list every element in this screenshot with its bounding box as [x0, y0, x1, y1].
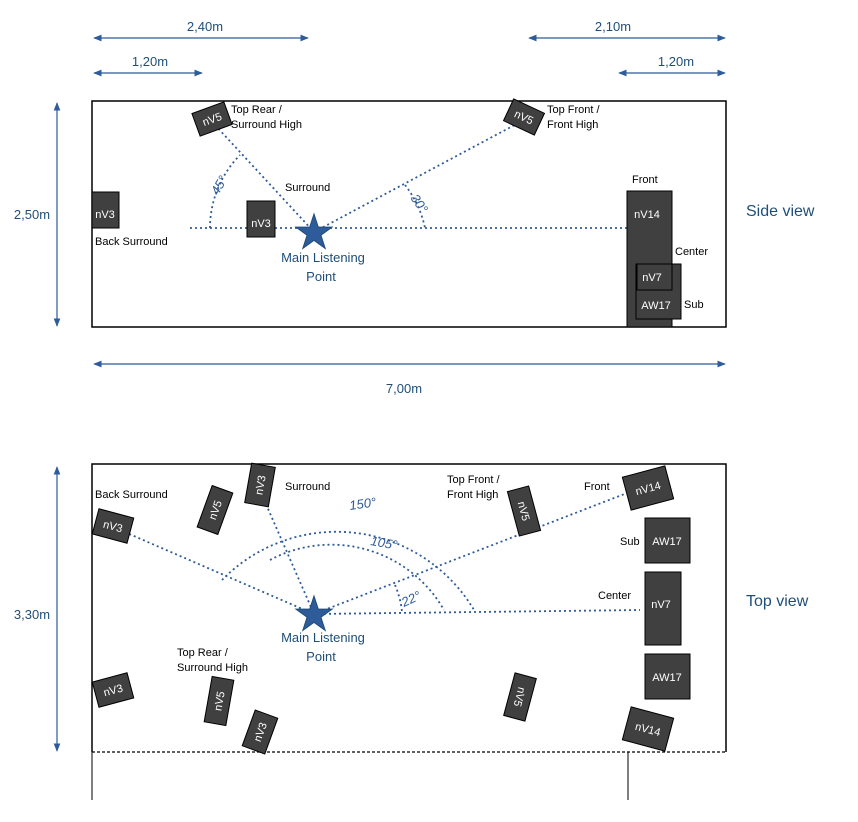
speaker-label: AW17 — [652, 672, 682, 684]
top-surround-line — [261, 494, 315, 615]
speaker-label: nV5 — [212, 690, 227, 711]
side-listening-point-star-icon — [294, 212, 334, 250]
speaker-label: nV7 — [642, 272, 662, 284]
top-speaker-front-left: nV14 — [621, 465, 675, 511]
top-front-line — [313, 487, 641, 615]
top-speaker-surround-left: nV3 — [244, 462, 276, 508]
top-speaker-back-surround-left: nV3 — [91, 508, 135, 544]
speaker-label: nV3 — [95, 209, 115, 221]
top-label-back-surround: Back Surround — [95, 489, 168, 501]
dim-label-240: 2,40m — [187, 19, 223, 34]
side-listening-point-line1: Main Listening — [281, 250, 365, 265]
side-speaker-center: nV7 — [636, 263, 673, 291]
side-label-top-front-1: Top Front / — [547, 104, 601, 116]
side-label-top-rear-2: Surround High — [231, 119, 302, 131]
side-speaker-back-surround: nV3 — [91, 191, 120, 229]
top-angle-105: 105° — [369, 533, 398, 552]
top-speaker-top-front-left: nV5 — [506, 485, 542, 537]
top-view-room — [91, 463, 727, 752]
dim-label-120-left: 1,20m — [132, 54, 168, 69]
top-speaker-top-rear-left: nV5 — [196, 484, 234, 536]
dim-label-120-right: 1,20m — [658, 54, 694, 69]
top-speaker-sub-right: AW17 — [644, 653, 691, 700]
side-label-sub: Sub — [684, 299, 704, 311]
top-listening-point-line2: Point — [306, 649, 336, 664]
speaker-label: nV3 — [251, 218, 271, 230]
top-arc-105 — [269, 543, 445, 611]
side-label-back-surround: Back Surround — [95, 236, 168, 248]
side-listening-point-line2: Point — [306, 269, 336, 284]
speaker-label: nV7 — [651, 599, 671, 611]
dim-label-330: 3,30m — [14, 607, 50, 622]
top-label-top-rear-2: Surround High — [177, 662, 248, 674]
top-label-top-front-2: Front High — [447, 489, 498, 501]
side-view-title: Side view — [746, 203, 815, 220]
speaker-label: nV5 — [511, 686, 528, 708]
side-label-front: Front — [632, 174, 658, 186]
top-view: 150° 105° 22° nV3 nV5 nV3 nV5 nV14 AW17 — [91, 462, 809, 800]
side-top-rear-line — [214, 124, 315, 233]
top-label-sub: Sub — [620, 536, 640, 548]
side-label-center: Center — [675, 246, 708, 258]
dim-label-250: 2,50m — [14, 207, 50, 222]
side-speaker-surround: nV3 — [246, 200, 276, 238]
side-label-surround: Surround — [285, 182, 330, 194]
dim-label-210: 2,10m — [595, 19, 631, 34]
top-angle-150: 150° — [348, 494, 377, 513]
top-speaker-top-front-right: nV5 — [503, 672, 537, 722]
top-listening-point-line1: Main Listening — [281, 630, 365, 645]
side-angle-45: 45° — [208, 173, 231, 198]
top-listening-point-star-icon — [294, 594, 334, 632]
top-speaker-sub-left: AW17 — [644, 517, 691, 564]
speaker-label: AW17 — [641, 300, 671, 312]
top-label-center: Center — [598, 590, 631, 602]
speaker-label: nV3 — [102, 683, 124, 700]
top-back-surround-line — [119, 529, 315, 615]
side-label-top-front-2: Front High — [547, 119, 598, 131]
top-speaker-surround-right: nV3 — [241, 709, 279, 755]
speaker-label: nV5 — [515, 500, 532, 522]
speaker-label: nV3 — [102, 519, 124, 536]
top-speaker-center: nV7 — [644, 571, 682, 646]
top-label-surround: Surround — [285, 481, 330, 493]
top-arc-150 — [221, 530, 475, 611]
top-speaker-top-rear-right: nV5 — [203, 675, 235, 727]
top-speaker-front-right: nV14 — [621, 706, 675, 752]
top-angle-22: 22° — [398, 588, 423, 610]
top-speaker-back-surround-right: nV3 — [91, 672, 135, 708]
top-label-top-rear-1: Top Rear / — [177, 647, 229, 659]
side-arc-45 — [209, 154, 241, 229]
side-view: 45° 30° nV5 nV5 nV3 nV3 nV14 AW17 — [91, 98, 815, 328]
speaker-label: nV14 — [634, 209, 660, 221]
top-arc-22 — [394, 584, 403, 613]
top-view-title: Top view — [746, 593, 809, 610]
top-label-front: Front — [584, 481, 610, 493]
top-center-line — [313, 609, 641, 615]
speaker-label: AW17 — [652, 536, 682, 548]
side-speaker-top-rear: nV5 — [191, 101, 233, 137]
dimension-markers: 2,40m 1,20m 2,10m 1,20m 2,50m 7,00m 3,30… — [14, 19, 726, 752]
side-label-top-rear-1: Top Rear / — [231, 104, 283, 116]
dim-label-700: 7,00m — [386, 381, 422, 396]
speaker-label: nV3 — [253, 474, 268, 495]
top-label-top-front-1: Top Front / — [447, 474, 501, 486]
side-speaker-top-front: nV5 — [502, 98, 546, 136]
side-arc-30 — [404, 184, 426, 229]
